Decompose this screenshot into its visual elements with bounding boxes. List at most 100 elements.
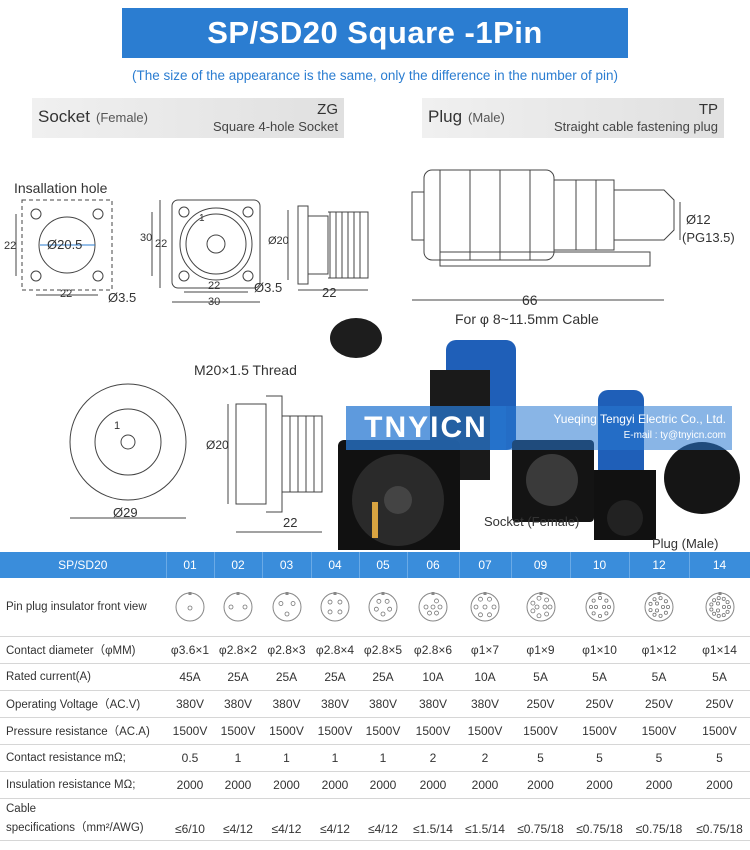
- table-header-pin: 04: [311, 552, 360, 578]
- pin-cell: [689, 578, 750, 637]
- table-cell: φ1×10: [570, 636, 629, 664]
- table-cell: 5: [629, 744, 689, 772]
- table-cell: 250V: [629, 690, 689, 718]
- plug-diameter: Ø12: [686, 212, 711, 227]
- table-cell: 380V: [459, 690, 511, 718]
- table-cell: 5A: [511, 663, 570, 691]
- side-view-2-drawing: [227, 395, 323, 533]
- socket-30-side: 30: [140, 232, 153, 244]
- company-name: Yueqing Tengyi Electric Co., Ltd.: [553, 412, 726, 426]
- table-row: Pin plug insulator front view: [0, 578, 750, 637]
- row-label: Pressure resistance（AC.A): [0, 717, 166, 745]
- plug-desc: Straight cable fastening plug: [553, 119, 718, 134]
- table-cell: ≤0.75/18: [629, 798, 689, 841]
- table-cell: 1500V: [359, 717, 407, 745]
- pin-cell: [311, 578, 359, 637]
- table-cell: 1500V: [214, 717, 262, 745]
- company-email: E-mail : ty@tnyicn.com: [623, 430, 726, 441]
- table-cell: 250V: [689, 690, 750, 718]
- table-cell: ≤4/12: [359, 798, 407, 841]
- pin-layout-icon: [223, 591, 253, 622]
- row-label: Insulation resistance MΩ;: [0, 771, 166, 799]
- side2-diameter: Ø20: [206, 438, 229, 452]
- plug-gender: (Male): [468, 110, 505, 125]
- table-cell: 2000: [629, 771, 689, 799]
- table-cell: 1500V: [629, 717, 689, 745]
- table-header-pin: 06: [407, 552, 460, 578]
- table-cell: 1500V: [511, 717, 570, 745]
- company-band: Yueqing Tengyi Electric Co., Ltd. E-mail…: [506, 406, 732, 450]
- table-cell: ≤4/12: [214, 798, 262, 841]
- socket-name: Socket: [38, 107, 90, 126]
- technical-drawings: [15, 169, 740, 550]
- socket-pin-number: 1: [199, 213, 205, 224]
- table-cell: 1500V: [407, 717, 459, 745]
- pin-layout-icon: [418, 591, 448, 622]
- plug-cable-spec: For φ 8~11.5mm Cable: [455, 311, 599, 327]
- installation-hole-drawing: [15, 199, 113, 296]
- table-cell: 2000: [511, 771, 570, 799]
- pin-cell: [166, 578, 214, 637]
- table-cell: 25A: [311, 663, 359, 691]
- table-cell: 1500V: [166, 717, 214, 745]
- socket-side-drawing: [287, 205, 369, 291]
- plug-side-drawing: [411, 169, 681, 301]
- table-header-series: SP/SD20: [0, 552, 167, 578]
- row-label: Rated current(A): [0, 663, 166, 691]
- plug-length: 66: [522, 292, 538, 308]
- table-cell: ≤4/12: [262, 798, 311, 841]
- table-cell: ≤0.75/18: [689, 798, 750, 841]
- row-label: Operating Voltage（AC.V): [0, 690, 166, 718]
- pin-layout-icon: [320, 591, 350, 622]
- table-cell: 380V: [262, 690, 311, 718]
- table-cell: ≤1.5/14: [407, 798, 459, 841]
- table-cell: φ1×14: [689, 636, 750, 664]
- hole-22-side: 22: [4, 240, 17, 252]
- row-label: Cable specifications（mm²/AWG): [0, 798, 166, 841]
- table-cell: 25A: [214, 663, 262, 691]
- table-cell: φ1×7: [459, 636, 511, 664]
- table-cell: 250V: [511, 690, 570, 718]
- table-cell: ≤4/12: [311, 798, 359, 841]
- socket-side-diameter: Ø20: [268, 235, 289, 247]
- table-cell: 1500V: [689, 717, 750, 745]
- table-cell: 5A: [570, 663, 629, 691]
- row-label: Contact resistance mΩ;: [0, 744, 166, 772]
- brand-logo: TNYICN: [346, 406, 506, 450]
- table-cell: 5: [689, 744, 750, 772]
- pin-cell: [407, 578, 459, 637]
- row-label-line: specifications（mm²/AWG): [6, 822, 144, 834]
- table-cell: 2000: [311, 771, 359, 799]
- plug-pg: (PG13.5): [682, 230, 735, 245]
- table-cell: 2000: [262, 771, 311, 799]
- table-cell: 1500V: [262, 717, 311, 745]
- pin-layout-icon: [272, 591, 301, 622]
- pin-cell: [629, 578, 689, 637]
- table-cell: 5A: [629, 663, 689, 691]
- pin-layout-icon: [368, 591, 398, 622]
- table-header-pin: 14: [689, 552, 750, 578]
- table-cell: 2: [407, 744, 459, 772]
- table-cell: φ2.8×4: [311, 636, 359, 664]
- row-label-line: Cable: [6, 803, 37, 815]
- thread-label: M20×1.5 Thread: [194, 362, 297, 378]
- table-cell: 10A: [459, 663, 511, 691]
- socket-front-drawing: [151, 199, 261, 303]
- pin-layout-icon: [175, 591, 205, 622]
- table-cell: 0.5: [166, 744, 214, 772]
- socket-photo-caption: Socket (Female): [484, 514, 580, 529]
- table-cell: 250V: [570, 690, 629, 718]
- table-cell: φ1×12: [629, 636, 689, 664]
- row-label: Contact diameter（φMM): [0, 636, 166, 664]
- socket-label-bar: Socket(Female) ZG Square 4-hole Socket: [32, 98, 344, 138]
- table-cell: 380V: [407, 690, 459, 718]
- table-cell: ≤0.75/18: [511, 798, 570, 841]
- pin-cell: [262, 578, 311, 637]
- table-cell: 5A: [689, 663, 750, 691]
- pin-cell: [570, 578, 629, 637]
